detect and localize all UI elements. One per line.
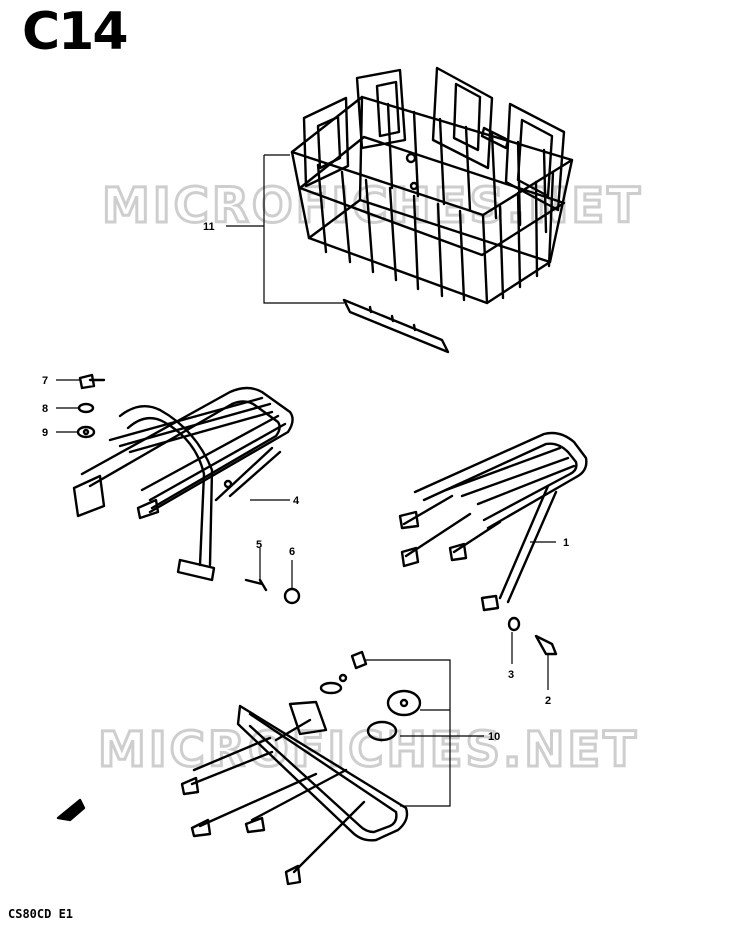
rear-carrier [72, 386, 294, 582]
bolt-5-cap-6 [244, 578, 301, 605]
hardware-7-8-9 [76, 373, 106, 439]
callout-2: 2 [545, 695, 551, 707]
callout-1: 1 [563, 537, 569, 549]
callout-10: 10 [488, 731, 500, 743]
callout-5: 5 [256, 539, 262, 551]
callout-9: 9 [42, 427, 48, 439]
bolt-2-washer-3 [507, 616, 558, 656]
callout-8: 8 [42, 403, 48, 415]
diagram-title: C14 [22, 2, 129, 62]
front-carrier [398, 431, 588, 612]
callout-4: 4 [293, 495, 300, 507]
callout-3: 3 [508, 669, 514, 681]
basket [290, 66, 574, 354]
callout-6: 6 [289, 546, 295, 558]
callout-7: 7 [42, 375, 48, 387]
callout-11: 11 [203, 221, 215, 233]
footer-code: CS80CD E1 [8, 907, 74, 921]
bottom-carrier [180, 650, 422, 886]
